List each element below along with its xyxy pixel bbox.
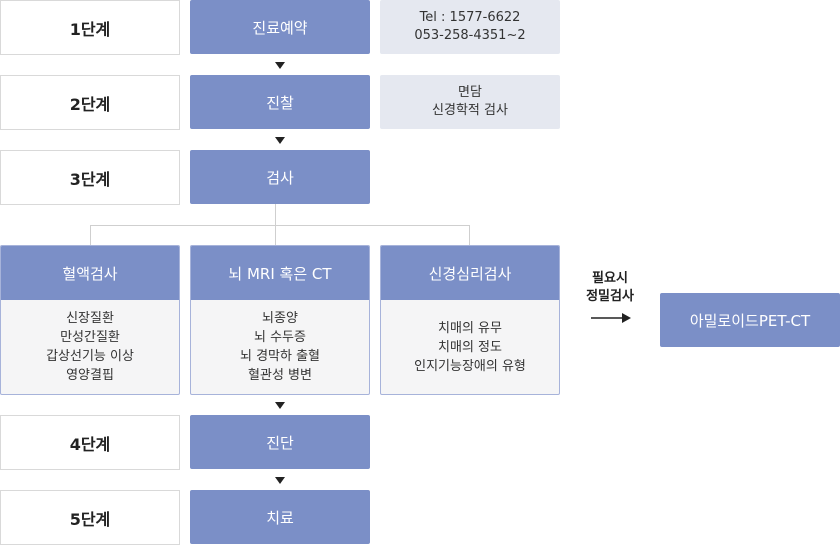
neuropsych-test-items: 치매의 유무 치매의 정도 인지기능장애의 유형 [381,300,559,394]
down-arrow-icon [275,402,285,409]
step-5-label: 5단계 [0,490,180,545]
list-item: 인지기능장애의 유형 [414,358,526,374]
brain-imaging-title: 뇌 MRI 혹은 CT [191,246,369,300]
optional-exam-label: 필요시 정밀검사 [570,270,650,306]
connector-vertical [275,204,276,225]
connector-left [90,225,91,245]
blood-test-card: 혈액검사 신장질환 만성간질환 갑상선기능 이상 영양결핍 [0,245,180,395]
blood-test-items: 신장질환 만성간질환 갑상선기능 이상 영양결핍 [1,300,179,394]
brain-imaging-card: 뇌 MRI 혹은 CT 뇌종양 뇌 수두증 뇌 경막하 출혈 혈관성 병변 [190,245,370,395]
optional-label-line-2: 정밀검사 [586,289,634,304]
blood-test-title: 혈액검사 [1,246,179,300]
interview-line-2: 신경학적 검사 [432,103,508,118]
optional-label-line-1: 필요시 [592,271,628,286]
list-item: 신장질환 [66,311,114,326]
contact-note: Tel : 1577-6622 053-258-4351~2 [380,0,560,54]
list-item: 뇌종양 [262,311,298,326]
list-item: 치매의 유무 [438,320,502,336]
connector-middle [275,225,276,245]
interview-note: 면담 신경학적 검사 [380,75,560,129]
down-arrow-icon [275,137,285,144]
connector-right [469,225,470,245]
connector-horizontal [90,225,470,226]
amyloid-pet-ct-box: 아밀로이드PET-CT [660,293,840,347]
consultation-box: 진찰 [190,75,370,129]
neuropsych-test-card: 신경심리검사 치매의 유무 치매의 정도 인지기능장애의 유형 [380,245,560,395]
contact-tel: Tel : 1577-6622 [419,10,521,25]
list-item: 갑상선기능 이상 [46,349,134,364]
neuropsych-test-title: 신경심리검사 [381,246,559,300]
examination-box: 검사 [190,150,370,204]
down-arrow-icon [275,477,285,484]
down-arrow-icon [275,62,285,69]
brain-imaging-items: 뇌종양 뇌 수두증 뇌 경막하 출혈 혈관성 병변 [191,300,369,394]
list-item: 혈관성 병변 [248,368,312,383]
step-3-label: 3단계 [0,150,180,205]
list-item: 치매의 정도 [438,339,502,355]
list-item: 뇌 수두증 [254,330,306,345]
step-4-label: 4단계 [0,415,180,470]
list-item: 만성간질환 [60,330,120,345]
list-item: 뇌 경막하 출혈 [239,349,321,364]
step-1-label: 1단계 [0,0,180,55]
reservation-box: 진료예약 [190,0,370,54]
interview-line-1: 면담 [458,85,482,100]
step-2-label: 2단계 [0,75,180,130]
treatment-box: 치료 [190,490,370,544]
list-item: 영양결핍 [66,368,114,383]
diagnosis-box: 진단 [190,415,370,469]
right-arrow-icon [591,313,631,323]
contact-phone: 053-258-4351~2 [414,28,526,43]
